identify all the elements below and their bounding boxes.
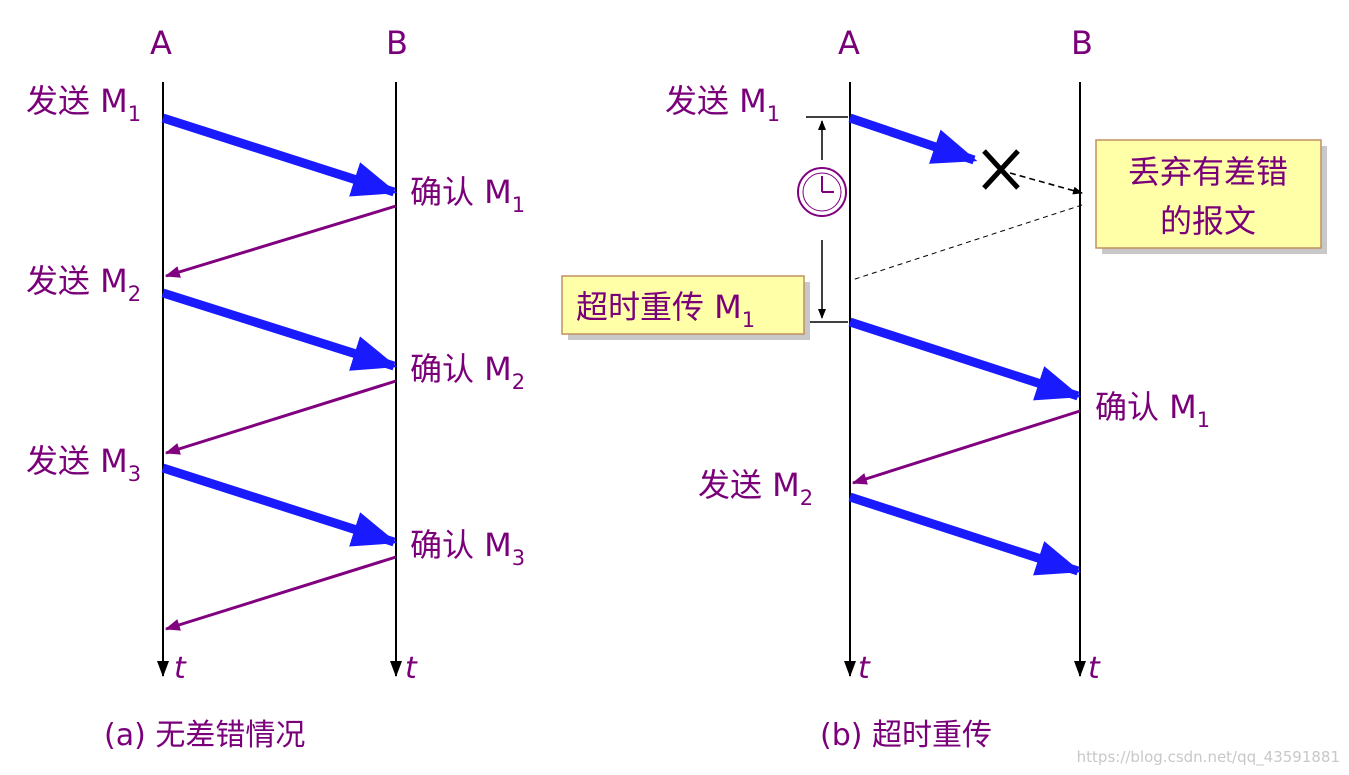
panel-b-axis-b-label: t: [1088, 651, 1101, 686]
panel-a-node-b-label: B: [386, 24, 408, 62]
timeout-retransmit-box: 超时重传 M1: [561, 275, 810, 340]
discard-note-line2: 的报文: [1160, 202, 1256, 240]
panel-a-ack-m2-label: 确认 M2: [410, 350, 525, 394]
panel-b-caption: (b) 超时重传: [820, 718, 992, 753]
panel-b-send-m1-label: 发送 M1: [665, 82, 780, 126]
panel-a-ack-m3-arrow: [164, 555, 397, 631]
clock-icon: [797, 167, 847, 217]
lost-frame-x-icon: [982, 149, 1020, 190]
timeout-interval-bracket: [806, 116, 848, 323]
panel-b-resend-m1-arrow: [848, 317, 1082, 401]
panel-a-caption: (a) 无差错情况: [104, 718, 305, 753]
panel-b-send-m1-arrow: [848, 113, 978, 165]
panel-b-send-m2-label: 发送 M2: [698, 466, 813, 510]
panel-a-send-m1-label: 发送 M1: [26, 82, 141, 126]
panel-a-node-a-label: A: [150, 24, 172, 62]
panel-a-axis-a-label: t: [174, 651, 187, 686]
timeout-retransmit-label: 超时重传 M1: [576, 288, 755, 332]
panel-b-dashed-guide: [851, 204, 1083, 281]
watermark-text: https://blog.csdn.net/qq_43591881: [1077, 748, 1340, 767]
panel-b-axis-a-label: t: [858, 651, 871, 686]
panel-b-ack-m1-label: 确认 M1: [1095, 388, 1210, 432]
panel-a-send-m2-arrow: [161, 288, 398, 371]
panel-a-ack-m1-arrow: [164, 204, 397, 278]
panel-a-send-m2-label: 发送 M2: [26, 262, 141, 306]
discard-note-box: 丢弃有差错 的报文: [1095, 139, 1327, 254]
panel-b: A B t t 发送 M1 丢弃有差错 的报文: [561, 24, 1327, 753]
panel-a-axis-b-label: t: [405, 651, 418, 686]
panel-a: A B t t 发送 M1 确认 M1 发送 M2 确认 M2 发送 M3 确认…: [26, 24, 525, 753]
discard-note-line1: 丢弃有差错: [1128, 153, 1288, 191]
panel-b-send-m2-arrow: [848, 492, 1082, 576]
panel-b-ack-m1-arrow: [851, 409, 1081, 485]
panel-b-node-b-label: B: [1071, 24, 1093, 62]
panel-a-send-m3-label: 发送 M3: [26, 442, 141, 486]
panel-a-ack-m3-label: 确认 M3: [410, 526, 525, 570]
panel-a-send-m1-arrow: [161, 113, 398, 197]
panel-b-dashed-arrival: [1009, 172, 1083, 195]
panel-b-node-a-label: A: [838, 24, 860, 62]
panel-a-ack-m2-arrow: [164, 379, 397, 455]
panel-a-ack-m1-label: 确认 M1: [410, 173, 525, 217]
panel-a-send-m3-arrow: [161, 463, 398, 547]
